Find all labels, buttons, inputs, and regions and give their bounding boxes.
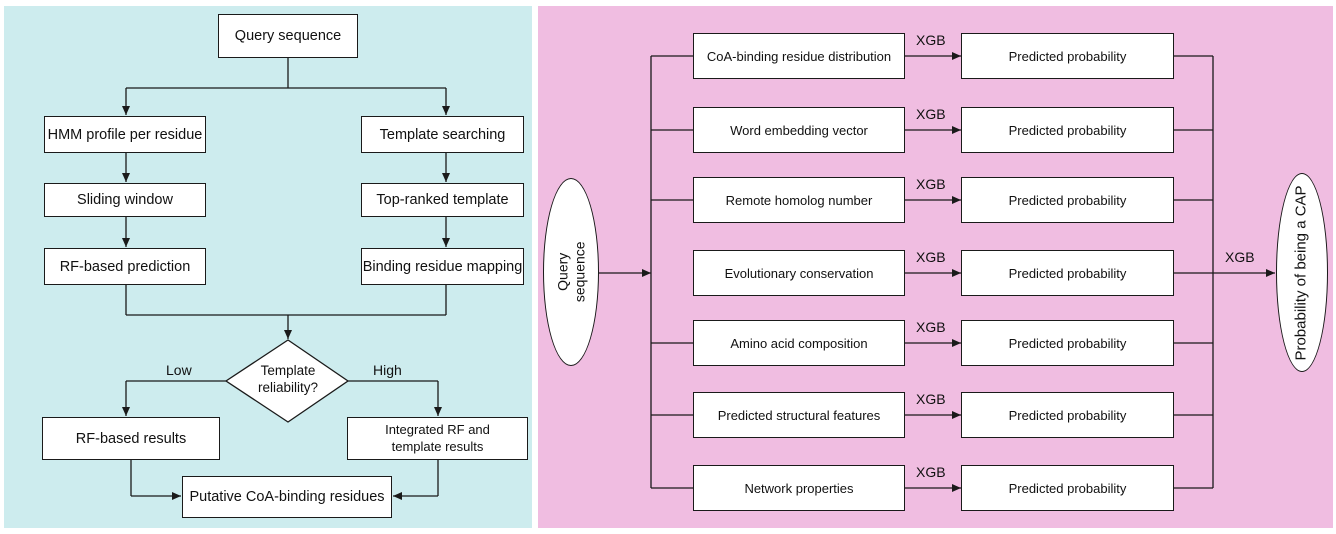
integrated-results-box: Integrated RF and template results	[347, 417, 528, 460]
hmm-profile-box: HMM profile per residue	[44, 116, 206, 153]
xgb-label-3: XGB	[916, 176, 946, 192]
predicted-probability-box-7: Predicted probability	[961, 465, 1174, 511]
final-xgb-label: XGB	[1225, 249, 1255, 265]
left-flowchart-panel: Query sequence HMM profile per residue S…	[4, 6, 532, 528]
integrated-line-2: template results	[391, 438, 484, 454]
predicted-probability-box-4: Predicted probability	[961, 250, 1174, 296]
query-sequence-label: Query sequence	[554, 242, 588, 303]
xgb-label-4: XGB	[916, 249, 946, 265]
predicted-probability-box-3: Predicted probability	[961, 177, 1174, 223]
feature-box-evolutionary-conservation: Evolutionary conservation	[693, 250, 905, 296]
predicted-probability-box-6: Predicted probability	[961, 392, 1174, 438]
feature-box-remote-homolog: Remote homolog number	[693, 177, 905, 223]
binding-residue-mapping-box: Binding residue mapping	[361, 248, 524, 285]
right-connectors	[538, 6, 1333, 528]
query-sequence-box: Query sequence	[218, 14, 358, 58]
xgb-label-6: XGB	[916, 391, 946, 407]
decision-line-1: Template	[260, 363, 316, 378]
xgb-label-2: XGB	[916, 106, 946, 122]
output-label: Probability of being a CAP	[1293, 184, 1311, 361]
rf-prediction-box: RF-based prediction	[44, 248, 206, 285]
high-branch-label: High	[373, 362, 402, 378]
top-ranked-template-box: Top-ranked template	[361, 183, 524, 217]
decision-line-2: reliability?	[257, 379, 319, 395]
xgb-label-5: XGB	[916, 319, 946, 335]
predicted-probability-box-2: Predicted probability	[961, 107, 1174, 153]
right-background	[538, 6, 1333, 528]
feature-box-network-properties: Network properties	[693, 465, 905, 511]
template-searching-box: Template searching	[361, 116, 524, 153]
xgb-label-1: XGB	[916, 32, 946, 48]
putative-residues-box: Putative CoA-binding residues	[182, 476, 392, 518]
decision-label: Template reliability?	[242, 363, 334, 397]
output-ellipse: Probability of being a CAP	[1276, 173, 1328, 372]
query-line-1: Query	[554, 252, 571, 292]
xgb-label-7: XGB	[916, 464, 946, 480]
decision-diamond	[224, 339, 350, 423]
low-branch-label: Low	[166, 362, 192, 378]
query-sequence-ellipse: Query sequence	[543, 178, 599, 366]
rf-results-box: RF-based results	[42, 417, 220, 460]
sliding-window-box: Sliding window	[44, 183, 206, 217]
query-line-2: sequence	[571, 241, 587, 303]
feature-box-amino-acid-composition: Amino acid composition	[693, 320, 905, 366]
feature-box-word-embedding: Word embedding vector	[693, 107, 905, 153]
feature-box-coa-distribution: CoA-binding residue distribution	[693, 33, 905, 79]
integrated-line-1: Integrated RF and	[385, 421, 490, 437]
predicted-probability-box-1: Predicted probability	[961, 33, 1174, 79]
predicted-probability-box-5: Predicted probability	[961, 320, 1174, 366]
feature-box-structural-features: Predicted structural features	[693, 392, 905, 438]
right-flowchart-panel: Query sequence CoA-binding residue distr…	[538, 6, 1333, 528]
